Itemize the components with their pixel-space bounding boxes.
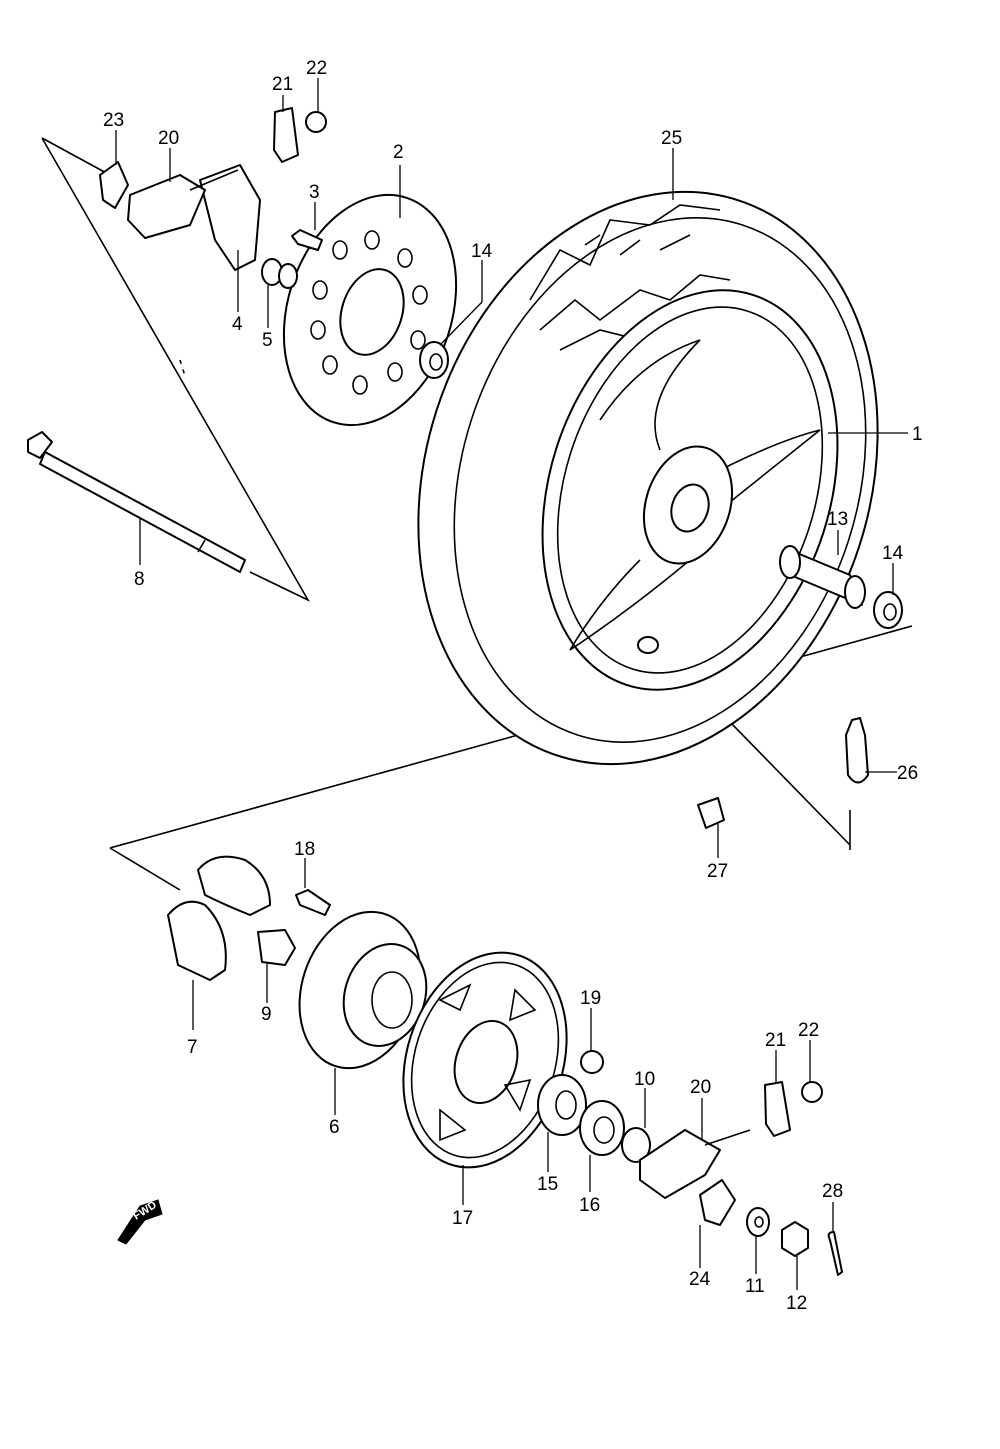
callout-10: 10 [634,1069,655,1090]
callout-25: 25 [661,128,682,149]
callout-6: 6 [329,1117,340,1138]
chain-adjuster-right [639,1129,751,1199]
adjuster-end-plate-right [699,1179,736,1226]
callout-4: 4 [232,314,243,335]
callout-3: 3 [309,182,320,203]
disc-bolt [291,229,323,251]
drum-oil-seal [579,1100,625,1156]
callout-13: 13 [827,509,848,530]
chain-adjuster-left [127,169,239,239]
callout-1: 1 [912,424,923,445]
cotter-pin [827,1231,843,1276]
callout-11: 11 [745,1276,765,1297]
collar-left [261,258,298,289]
callout-15: 15 [537,1174,558,1195]
callout-5: 5 [262,330,273,351]
adjuster-plate-left [273,107,299,163]
callout-22-top: 22 [306,58,327,79]
callout-2: 2 [393,142,404,163]
adjuster-nut-right [801,1081,823,1103]
callout-21-top: 21 [272,74,293,95]
callout-26: 26 [897,763,918,784]
callout-24: 24 [689,1269,711,1290]
adjuster-nut-left [305,111,327,133]
axle-spacer [779,545,866,609]
sprocket-mount-bolt [295,889,331,916]
sprocket-nut [580,1050,604,1074]
callout-12: 12 [786,1293,807,1314]
leader-lines [115,78,908,1290]
callout-27: 27 [707,861,728,882]
wheel-bearing-right [873,591,903,629]
drum-bearing [537,1074,587,1136]
rear-axle [27,431,246,573]
adjuster-plate-right [764,1081,791,1137]
torque-link-bracket [199,164,261,271]
callout-9: 9 [261,1004,272,1025]
axle-nut [781,1221,809,1257]
callout-17: 17 [452,1208,473,1229]
damper-collar [257,929,296,966]
wheel-damper [167,855,271,981]
callout-20-top: 20 [158,128,179,149]
forward-direction-indicator: FWD [117,1199,163,1245]
callout-18: 18 [294,839,315,860]
wheel-rim [541,289,839,691]
callout-20-bottom: 20 [690,1077,711,1098]
sprocket-mounting-drum [298,910,428,1070]
rear-sprocket [402,951,568,1169]
axle-washer [746,1207,770,1237]
callout-22-bottom: 22 [798,1020,819,1041]
tire-valve [845,717,869,784]
callout-14-right: 14 [882,543,904,564]
callout-23: 23 [103,110,124,131]
forward-arrow-icon [117,1199,163,1245]
callout-14-left: 14 [471,241,493,262]
brake-disc [282,193,458,427]
callout-19: 19 [580,988,601,1009]
callout-28: 28 [822,1181,843,1202]
callout-7: 7 [187,1037,198,1058]
wheel-bearing-left [419,341,449,379]
callout-16: 16 [579,1195,600,1216]
callout-8: 8 [134,569,145,590]
balance-weight [697,797,725,829]
callout-21-bottom: 21 [765,1030,786,1051]
spacer-right [621,1127,651,1163]
callout-labels: 1 2 3 4 5 6 7 8 9 10 11 12 13 14 14 15 1… [103,58,923,1314]
adjuster-end-plate-left [99,161,129,209]
